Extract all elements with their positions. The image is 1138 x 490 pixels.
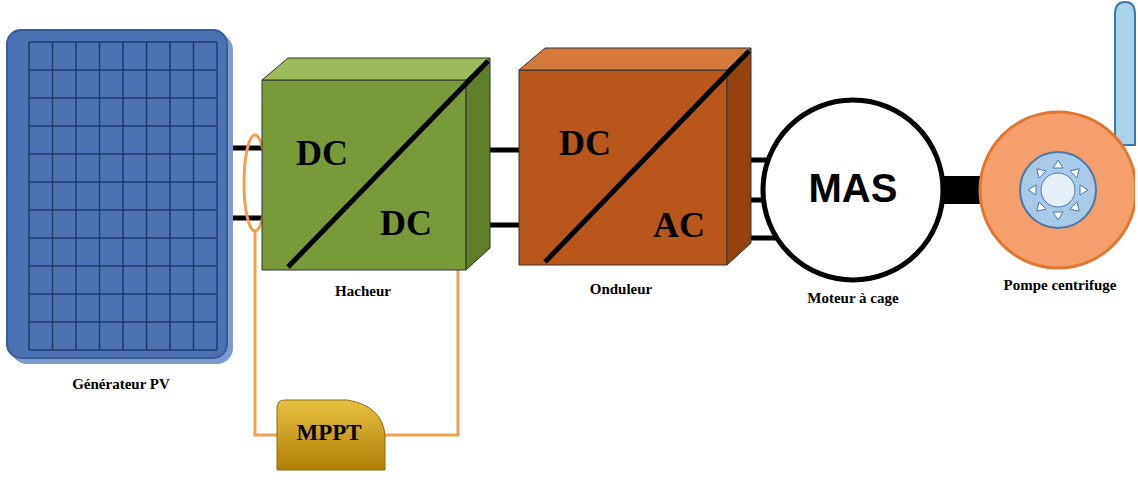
port-label: DC: [559, 123, 611, 164]
impeller-hub: [1041, 173, 1075, 207]
outlet-pipe: [1115, 2, 1135, 145]
motor: MAS Moteur à cage: [758, 95, 948, 310]
motor-shaft: [943, 190, 983, 191]
grid-line: [29, 349, 217, 351]
impeller-blade: [1037, 169, 1046, 178]
component-label: Moteur à cage: [758, 290, 948, 307]
block-label: MPPT: [275, 420, 383, 446]
grid-line: [29, 265, 217, 267]
grid-line: [29, 293, 217, 295]
grid-line: [29, 181, 217, 183]
grid-line: [29, 41, 217, 43]
port-label: AC: [653, 205, 705, 246]
impeller-blade: [1053, 160, 1063, 168]
grid-line: [52, 42, 54, 350]
component-label: Onduleur: [515, 281, 727, 298]
grid-line: [29, 321, 217, 323]
grid-line: [29, 237, 217, 239]
chopper-top: [262, 58, 490, 80]
impeller-blade: [1053, 212, 1063, 220]
grid-line: [29, 209, 217, 211]
grid-line: [29, 97, 217, 99]
diagonal-line: [288, 61, 488, 267]
impeller-blade: [1070, 202, 1079, 211]
mppt-box: MPPT: [275, 398, 387, 472]
grid-line: [75, 42, 77, 350]
grid-line: [99, 42, 101, 350]
inverter-side: [727, 48, 751, 265]
component-label: Pompe centrifuge: [995, 277, 1125, 294]
component-label: Générateur PV: [5, 376, 237, 393]
chopper-front: [262, 80, 466, 270]
inverter-box-outline: [515, 45, 755, 268]
impeller: [1020, 152, 1096, 228]
port-label: DC: [380, 203, 432, 244]
inverter-box: DC AC Onduleur: [515, 45, 755, 310]
pump-casing: [980, 112, 1135, 268]
wire: [488, 150, 519, 225]
port-label: DC: [296, 133, 348, 174]
grid-line: [146, 42, 148, 350]
grid-line: [216, 42, 218, 350]
motor-label: MAS: [758, 165, 948, 211]
impeller-blade: [1080, 185, 1088, 195]
chopper-side: [466, 58, 490, 270]
impeller-blade: [1028, 185, 1036, 195]
chopper-box: DC DC Hacheur: [258, 55, 494, 310]
grid-line: [29, 125, 217, 127]
pv-panel: [7, 30, 227, 358]
pv-generator-outline: [5, 28, 237, 368]
chopper-box-outline: [258, 55, 494, 273]
impeller-blade: [1037, 202, 1046, 211]
diagonal-line: [545, 51, 749, 262]
component-label: Hacheur: [258, 283, 468, 300]
wire: [384, 270, 458, 435]
grid-line: [29, 69, 217, 71]
impeller-blade: [1070, 169, 1079, 178]
pump-outline: [975, 105, 1135, 275]
power-wires: [488, 150, 519, 225]
inverter-top: [519, 48, 751, 70]
wire: [943, 176, 983, 204]
grid-line: [122, 42, 124, 350]
sense-wire: [384, 270, 458, 435]
inverter-front: [519, 70, 727, 265]
grid-line: [193, 42, 195, 350]
grid-line: [29, 153, 217, 155]
grid-line: [28, 42, 30, 350]
pv-generator: Générateur PV: [5, 28, 237, 400]
pump: Pompe centrifuge: [975, 105, 1135, 320]
grid-line: [169, 42, 171, 350]
